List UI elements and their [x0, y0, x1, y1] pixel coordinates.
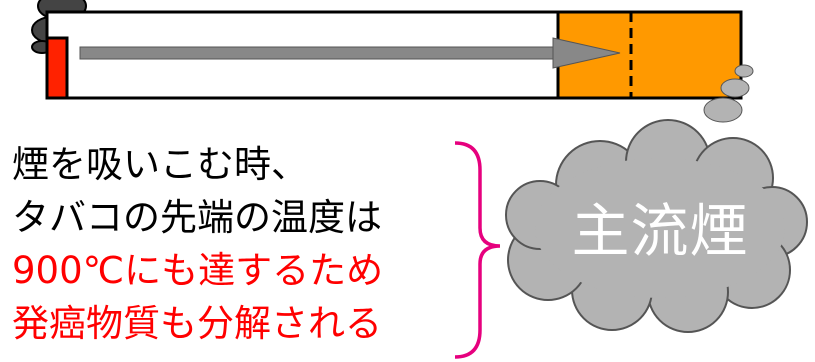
cloud-label: 主流煙	[571, 197, 749, 265]
text-line-2: タバコの先端の温度は	[12, 196, 382, 239]
curly-bracket	[454, 141, 501, 359]
exhale-puff-3	[703, 97, 743, 123]
exhale-puff-2	[720, 78, 750, 98]
text-line-3: 900℃にも達するため	[12, 249, 384, 292]
text-line-1: 煙を吸いこむ時、	[12, 143, 308, 186]
burning-tip	[45, 36, 69, 100]
exhale-puff-1	[734, 64, 754, 78]
text-line-4: 発癌物質も分解される	[12, 302, 382, 345]
flow-arrow-shaft	[79, 46, 556, 60]
smoke-cloud-core	[535, 158, 785, 298]
description-text: 煙を吸いこむ時、 タバコの先端の温度は 900℃にも達するため 発癌物質も分解さ…	[12, 138, 432, 350]
flow-arrow-head	[552, 37, 621, 69]
